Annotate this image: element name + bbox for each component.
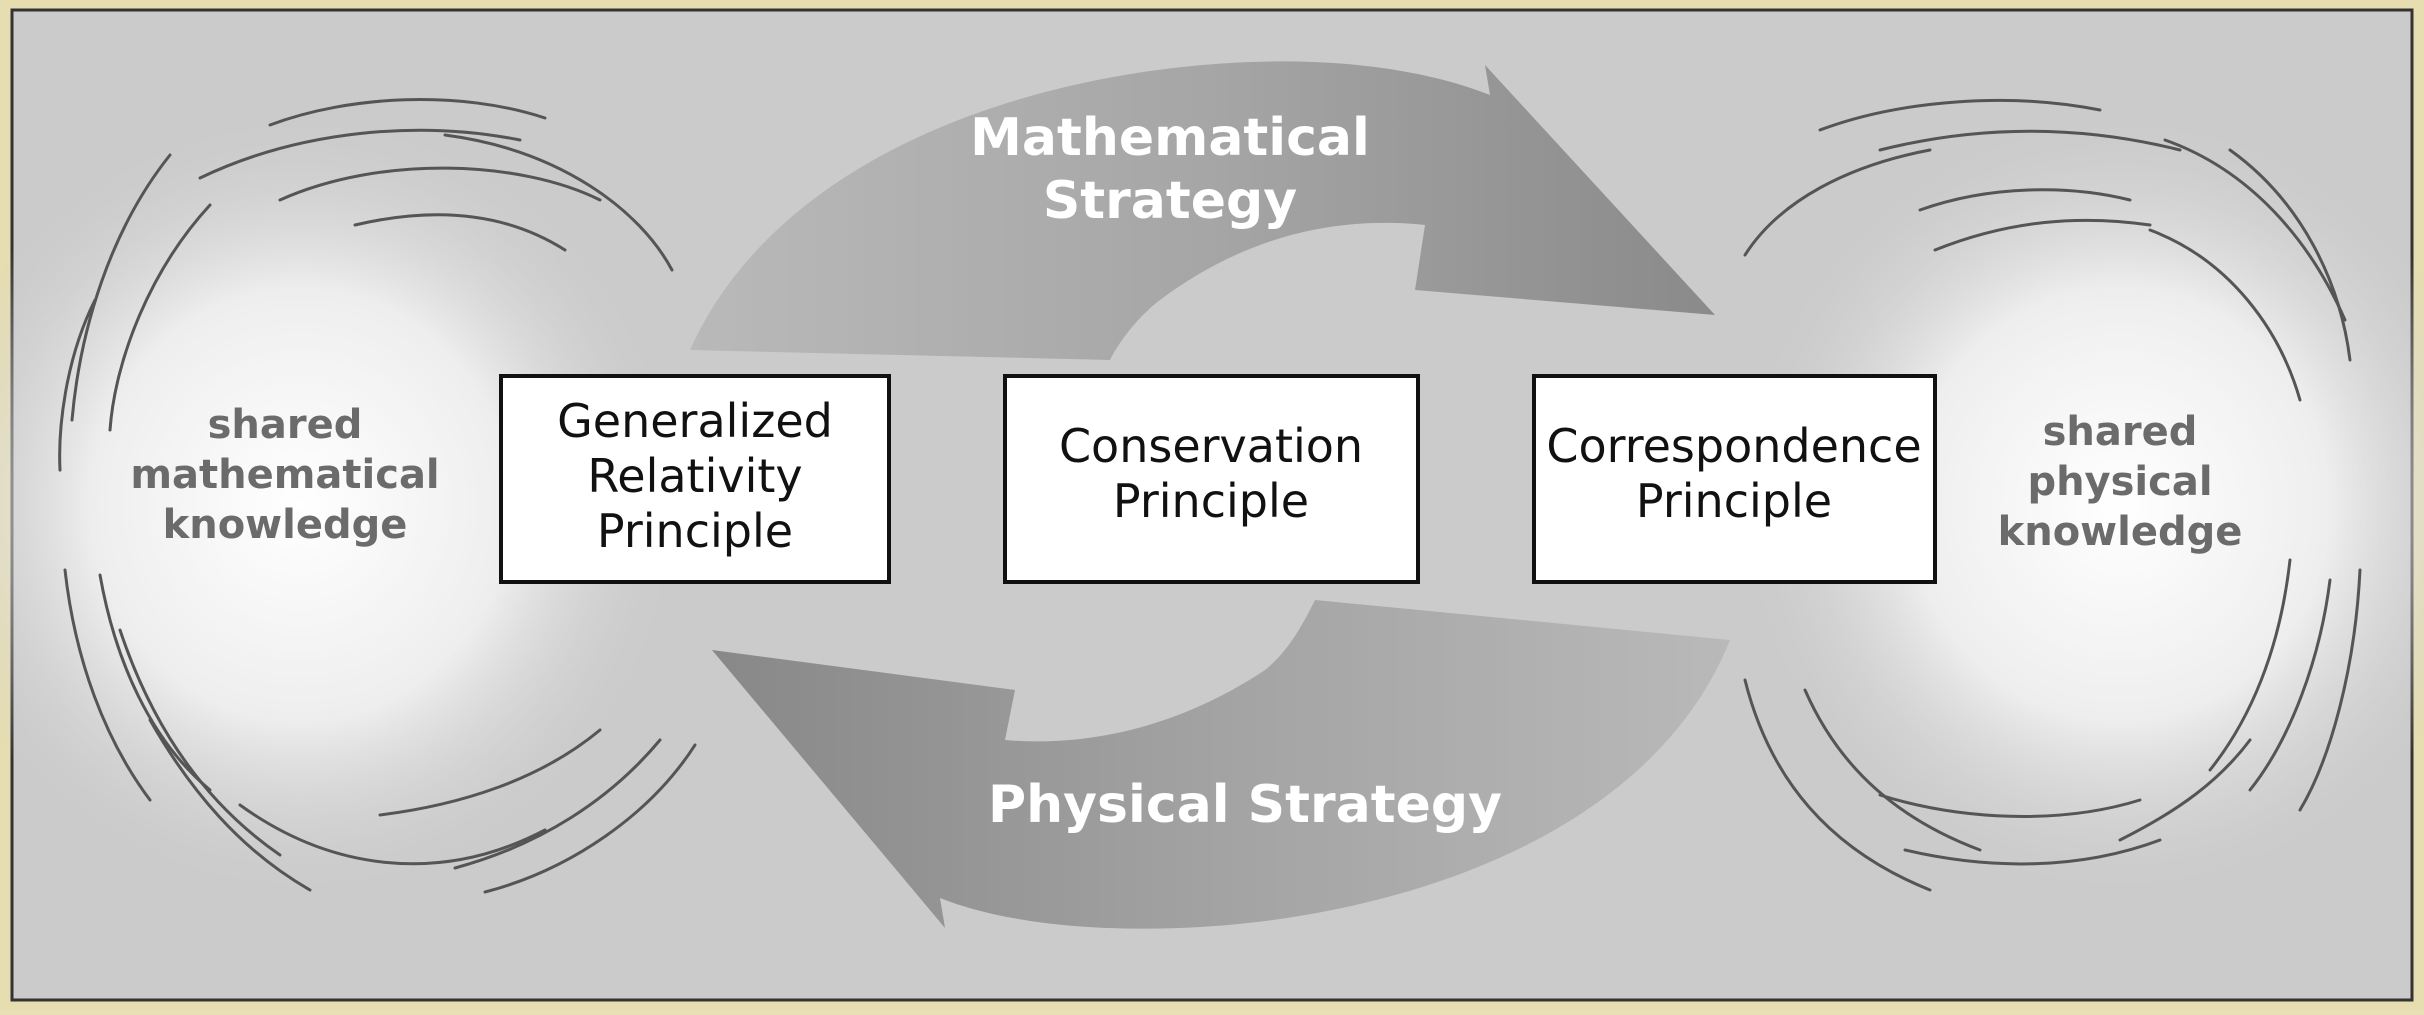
principle-label-line1: Conservation	[1059, 419, 1363, 473]
right-knowledge-label-line3: knowledge	[1998, 509, 2243, 555]
right-knowledge-label-line1: shared	[2043, 409, 2198, 455]
principle-label-line2: Relativity	[587, 449, 802, 503]
correspondence-principle-box: Correspondence Principle	[1532, 374, 1937, 584]
left-swirl-lines	[58, 98, 697, 894]
physical-strategy-label: Physical Strategy	[988, 775, 1502, 835]
mathematical-strategy-label-line1: Mathematical	[970, 108, 1370, 168]
left-knowledge-label-line2: mathematical	[130, 452, 439, 498]
principle-label-line2: Principle	[1113, 474, 1309, 528]
left-knowledge-label-line3: knowledge	[163, 502, 408, 548]
principle-box-border	[499, 374, 891, 584]
principle-label-line3: Principle	[597, 504, 793, 558]
right-swirl-lines	[1743, 98, 2362, 892]
principle-box-border	[1003, 374, 1420, 584]
principle-box-border	[1532, 374, 1937, 584]
principle-label-line2: Principle	[1636, 474, 1832, 528]
principle-label-line1: Correspondence	[1546, 419, 1921, 473]
physical-strategy-arrow	[712, 600, 1730, 929]
left-knowledge-label-line1: shared	[208, 402, 363, 448]
conservation-principle-box: Conservation Principle	[1003, 374, 1420, 584]
principle-label-line1: Generalized	[557, 394, 833, 448]
mathematical-strategy-label-line2: Strategy	[1043, 171, 1297, 231]
mathematical-strategy-arrow	[690, 61, 1715, 360]
generalized-relativity-principle-box: Generalized Relativity Principle	[499, 374, 891, 584]
left-knowledge-glow	[0, 115, 680, 895]
right-knowledge-label-line2: physical	[2027, 459, 2212, 505]
